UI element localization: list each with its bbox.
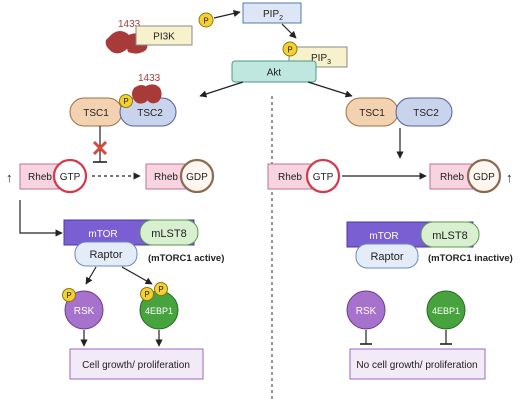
raptor-right-label: Raptor [370,251,403,263]
14-3-3-protein-icon-right [132,84,162,104]
mtor-right-label: mTOR [369,231,398,242]
14-3-3-label-left: 1433 [118,19,141,30]
tsc1-left-label: TSC1 [83,108,109,119]
4ebp1-left-label: 4EBP1 [145,306,173,316]
4ebp1-phospho-icon-2 [154,282,168,296]
tsc2-right-label: TSC2 [413,108,439,119]
pi3k-box [135,25,193,46]
tsc2-left-label: TSC2 [137,108,163,119]
pip2-box [242,2,302,24]
pip3-phospho-label: P [287,46,292,55]
pip3-label: PIP3 [311,53,331,66]
mlst8-right-label: mLST8 [432,230,467,242]
mlst8-left-box [139,219,199,246]
outcome-active-label: Cell growth/ proliferation [82,360,190,371]
pi3k-to-pip2-arrow [213,9,241,19]
tsc2-phospho-label: P [123,97,128,106]
pi3k-phospho-label: P [203,17,208,26]
akt-to-tsc-left-arrow [199,81,244,98]
gdp-right-circle [466,158,502,194]
mtorc1-inactive-label: (mTORC1 inactive) [428,253,513,264]
mtor-to-rsk-arrow [85,266,97,285]
gdp-right-label: GDP [473,172,495,183]
rheb-right-gtp-label: Rheb [278,172,302,183]
rsk-left-label: RSK [74,306,95,317]
rsk-right-label: RSK [356,306,377,317]
rheb-to-mtor-arrow [19,200,63,237]
akt-to-tsc-right-arrow [307,81,353,98]
pip2-to-pip3-arrow [281,23,297,39]
gdp-left-label: GDP [186,172,208,183]
tsc2-right-box [395,97,453,127]
rheb-mid-label: Rheb [154,172,178,183]
pi3k-label: PI3K [153,32,175,43]
raptor-right-box [355,243,419,269]
14-3-3-label-right: 1433 [138,73,161,84]
mlst8-right-box [420,221,480,248]
rsk-left-circle [64,290,104,330]
tsc1-right-label: TSC1 [359,108,385,119]
pip3-phospho-icon [282,41,298,57]
outcome-active-box [69,348,204,380]
pi3k-phospho-icon [198,12,214,28]
gtp-left-circle [52,158,88,194]
raptor-left-box [74,241,138,267]
mtor-to-4ebp1-arrow [121,266,153,285]
up-arrow-left: ↑ [6,170,13,185]
4ebp1-phospho-icon-1 [140,287,154,301]
4ebp1-right-circle [426,290,466,330]
mlst8-left-label: mLST8 [151,228,186,240]
gtp-left-label: GTP [60,172,81,183]
akt-box [231,60,317,83]
mtorc1-active-label: (mTORC1 active) [148,253,224,264]
outcome-inactive-box [349,348,486,380]
outcome-inactive-label: No cell growth/ proliferation [356,360,477,371]
rsk-phospho-label: P [66,291,71,300]
4ebp1-right-label: 4EBP1 [432,306,460,316]
rheb-right-gdp-label: Rheb [440,172,464,183]
4ebp1-phospho-label-2: P [158,285,163,294]
rheb-left-label: Rheb [28,172,52,183]
inhibition-cross-icon [92,140,108,156]
gdp-left-circle [179,158,215,194]
tsc2-phospho-icon [119,94,133,108]
rsk-phospho-icon [62,288,76,302]
pip2-label: PIP2 [263,9,283,22]
mtor-left-label: mTOR [88,229,117,240]
gtp-right-circle [305,158,341,194]
rsk-right-circle [346,290,386,330]
raptor-left-label: Raptor [89,249,122,261]
akt-label: Akt [267,68,282,79]
gtp-right-label: GTP [313,172,334,183]
4ebp1-phospho-label-1: P [144,290,149,299]
up-arrow-right: ↑ [506,170,513,185]
